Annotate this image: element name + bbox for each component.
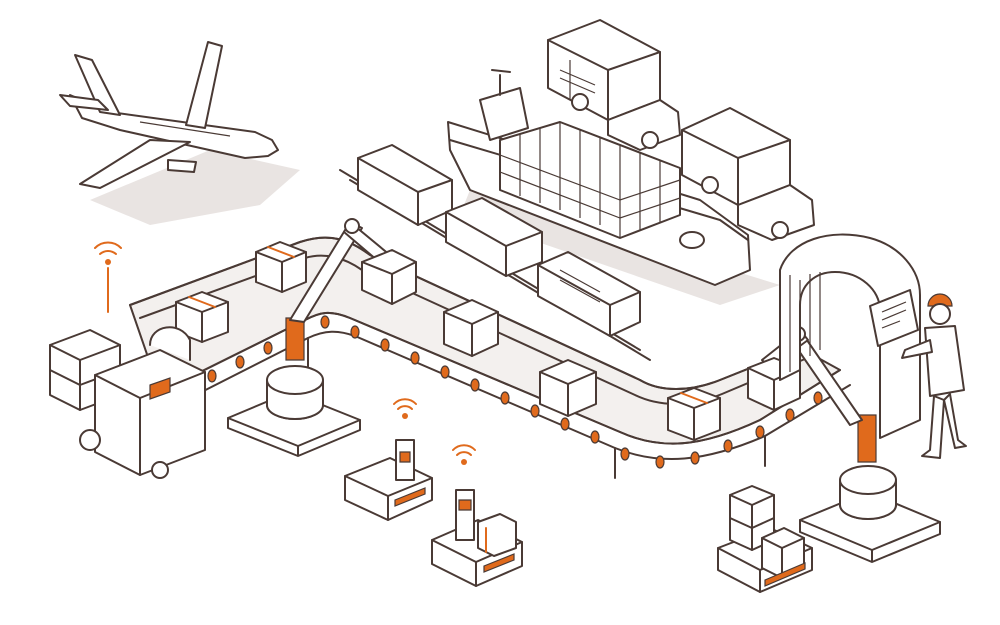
cardboard-box-icon	[539, 359, 597, 417]
cardboard-box-icon	[667, 387, 721, 441]
airplane-icon	[59, 41, 300, 225]
cardboard-box-icon	[443, 299, 499, 357]
robotic-arm-icon	[747, 326, 941, 563]
wifi-signal-icon	[452, 444, 476, 465]
wifi-signal-icon	[393, 398, 417, 419]
robotic-arm-icon	[227, 218, 417, 457]
cargo-ship-icon	[447, 69, 780, 305]
hand-truck-icon	[717, 485, 813, 593]
truck-icon	[681, 107, 815, 241]
freight-train-icon	[339, 144, 651, 361]
wifi-signal-icon	[94, 241, 122, 313]
belt-rollers	[207, 315, 823, 469]
scanner-gate-icon	[779, 233, 921, 439]
agv-robot-icon	[344, 439, 433, 521]
agv-robot-icon	[431, 489, 523, 587]
truck-icon	[547, 19, 681, 151]
cardboard-box-icon	[255, 241, 307, 293]
hand-truck-icon	[49, 326, 206, 479]
worker-icon	[901, 293, 967, 459]
